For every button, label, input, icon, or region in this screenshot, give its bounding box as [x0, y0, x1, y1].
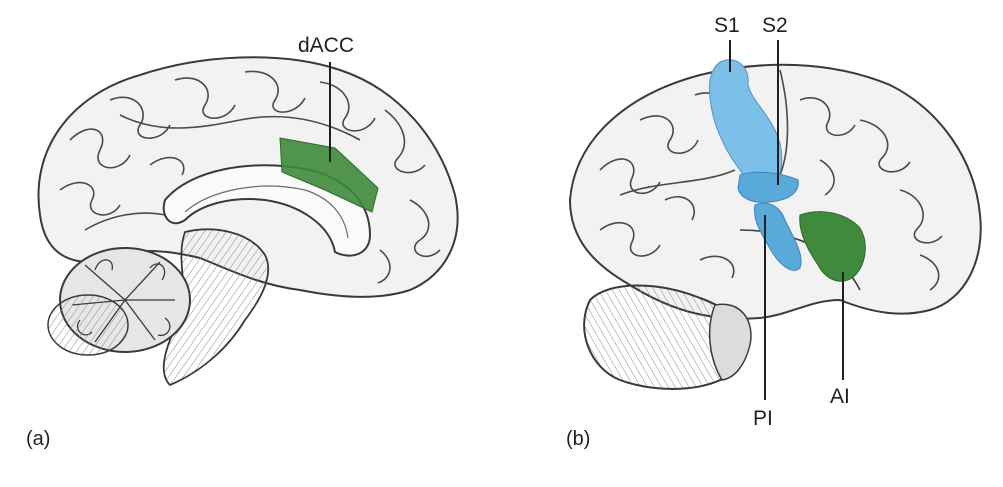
medial-brain-illustration	[37, 56, 459, 387]
panel-b-letter: (b)	[566, 428, 591, 450]
ai-region	[799, 211, 866, 282]
s2-region	[737, 171, 799, 203]
ai-label: AI	[830, 385, 850, 408]
panel-a-letter: (a)	[26, 428, 51, 450]
gyri-lines	[59, 70, 441, 284]
dacc-region	[279, 137, 379, 213]
pi-region	[753, 202, 802, 271]
brainstem	[708, 303, 752, 381]
s1-label: S1	[714, 14, 740, 37]
dacc-label: dACC	[298, 34, 355, 57]
lateral-brain-illustration	[568, 40, 982, 400]
s2-label: S2	[762, 14, 788, 37]
panel-b: S1 S2 PI AI (b)	[500, 0, 1003, 487]
panel-a: dACC (a)	[0, 0, 500, 487]
pi-label: PI	[753, 407, 773, 430]
